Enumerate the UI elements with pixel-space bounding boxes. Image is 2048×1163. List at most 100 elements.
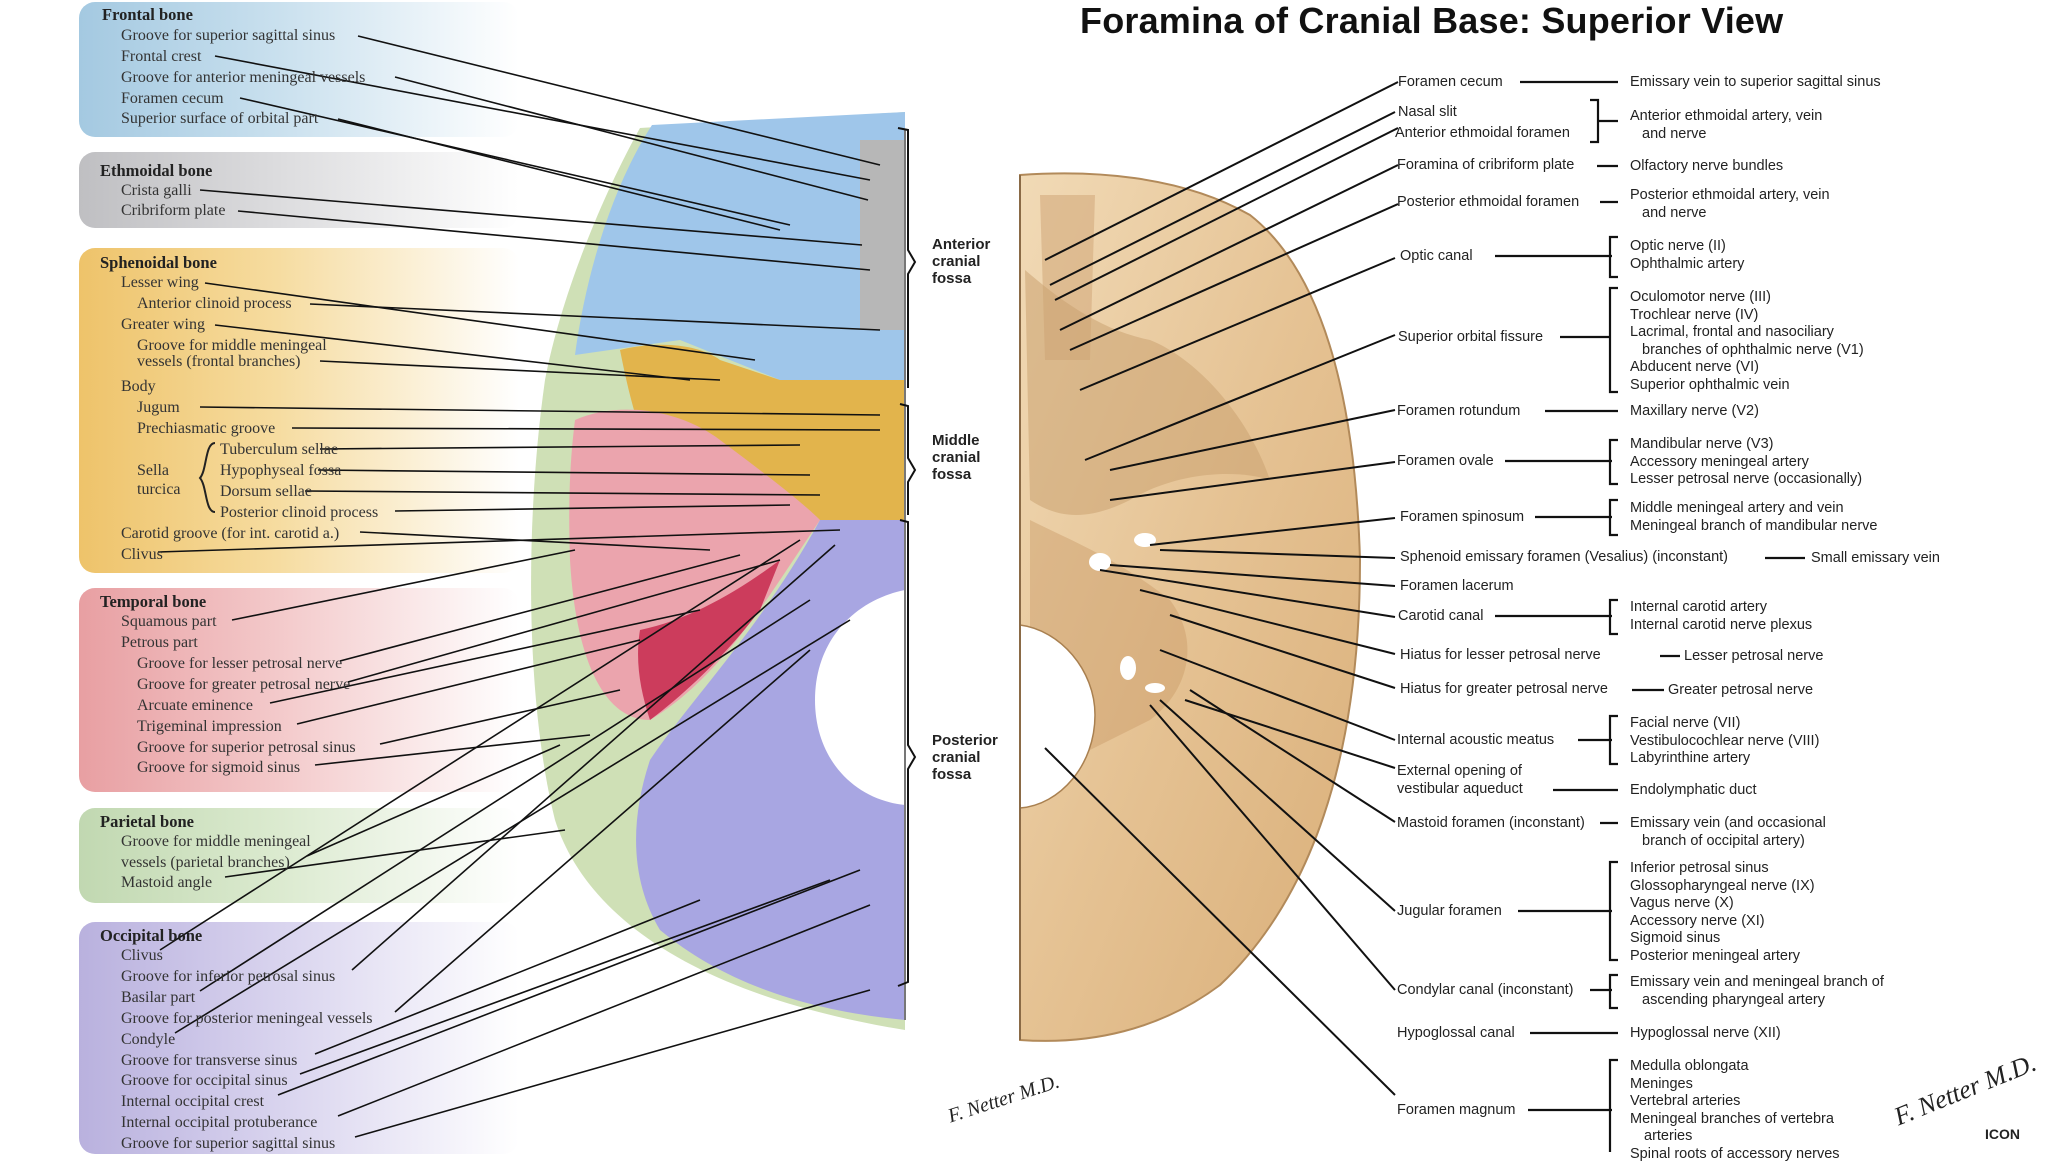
occipital-item: Condyle <box>121 1031 175 1049</box>
bone-skull-illustration <box>1020 173 1360 1041</box>
colored-skull-illustration <box>531 112 905 1030</box>
foramen-label: Hiatus for greater petrosal nerve <box>1400 681 1608 698</box>
temporal-item: Groove for greater petrosal nerve <box>137 676 350 694</box>
parietal-item: Mastoid angle <box>121 874 212 892</box>
foramen-desc: Emissary vein to superior sagittal sinus <box>1630 74 1881 92</box>
desc-line: Posterior meningeal artery <box>1630 948 1815 966</box>
desc-line: Mandibular nerve (V3) <box>1630 436 1862 454</box>
desc-line: branch of occipital artery) <box>1630 833 1826 851</box>
foramen-desc: Oculomotor nerve (III)Trochlear nerve (I… <box>1630 289 1864 394</box>
temporal-title: Temporal bone <box>100 592 206 612</box>
desc-line: Greater petrosal nerve <box>1668 682 1813 700</box>
parietal-item: vessels (parietal branches) <box>121 854 290 872</box>
temporal-item: Arcuate eminence <box>137 697 253 715</box>
desc-line: Meninges <box>1630 1076 1840 1094</box>
icon-logo: ICON <box>1985 1126 2020 1142</box>
sphenoid-item: Body <box>121 378 156 396</box>
frontal-item: Groove for superior sagittal sinus <box>121 27 335 45</box>
frontal-title: Frontal bone <box>102 5 193 25</box>
desc-line: Endolymphatic duct <box>1630 782 1757 800</box>
frontal-item: Groove for anterior meningeal vessels <box>121 69 365 87</box>
sphenoid-item: Greater wing <box>121 316 205 334</box>
desc-line: Vestibulocochlear nerve (VIII) <box>1630 733 1819 751</box>
desc-line: Internal carotid nerve plexus <box>1630 617 1812 635</box>
foramen-label: Foramen magnum <box>1397 1102 1515 1119</box>
desc-line: Internal carotid artery <box>1630 599 1812 617</box>
foramen-desc: Hypoglossal nerve (XII) <box>1630 1025 1781 1043</box>
occipital-item: Groove for posterior meningeal vessels <box>121 1010 372 1028</box>
desc-line: branches of ophthalmic nerve (V1) <box>1630 342 1864 360</box>
desc-line: Maxillary nerve (V2) <box>1630 403 1759 421</box>
foramen-desc: Endolymphatic duct <box>1630 782 1757 800</box>
sphenoid-item: Anterior clinoid process <box>137 295 292 313</box>
sphenoid-item: vessels (frontal branches) <box>137 353 301 371</box>
desc-line: ascending pharyngeal artery <box>1630 992 1884 1010</box>
desc-line: and nerve <box>1630 126 1822 144</box>
frontal-item: Frontal crest <box>121 48 201 66</box>
temporal-item: Groove for sigmoid sinus <box>137 759 300 777</box>
foramen-label: Anterior ethmoidal foramen <box>1395 125 1570 142</box>
desc-line: arteries <box>1630 1128 1840 1146</box>
desc-line: Hypoglossal nerve (XII) <box>1630 1025 1781 1043</box>
desc-line: Inferior petrosal sinus <box>1630 860 1815 878</box>
sella-turcica-label: Sella turcica <box>137 461 189 499</box>
foramen-label: Foramen cecum <box>1398 74 1503 91</box>
desc-line: Facial nerve (VII) <box>1630 715 1819 733</box>
parietal-item: Groove for middle meningeal <box>121 833 311 851</box>
desc-line: Glossopharyngeal nerve (IX) <box>1630 878 1815 896</box>
desc-line: Oculomotor nerve (III) <box>1630 289 1864 307</box>
foramen-label: Superior orbital fissure <box>1398 329 1543 346</box>
foramen-desc: Optic nerve (II)Ophthalmic artery <box>1630 238 1744 273</box>
sella-brace <box>200 443 215 512</box>
desc-line: Emissary vein to superior sagittal sinus <box>1630 74 1881 92</box>
desc-line: Meningeal branch of mandibular nerve <box>1630 518 1877 536</box>
foramen-label: Posterior ethmoidal foramen <box>1397 194 1579 211</box>
desc-line: Superior ophthalmic vein <box>1630 377 1864 395</box>
desc-line: Trochlear nerve (IV) <box>1630 307 1864 325</box>
sphenoid-item: Prechiasmatic groove <box>137 420 275 438</box>
desc-line: and nerve <box>1630 205 1830 223</box>
sphenoid-item: Hypophyseal fossa <box>220 462 341 480</box>
desc-line: Middle meningeal artery and vein <box>1630 500 1877 518</box>
desc-line: Vertebral arteries <box>1630 1093 1840 1111</box>
occipital-item: Groove for occipital sinus <box>121 1072 288 1090</box>
foramen-desc: Lesser petrosal nerve <box>1684 648 1823 666</box>
occipital-item: Internal occipital protuberance <box>121 1114 317 1132</box>
temporal-item: Petrous part <box>121 634 198 652</box>
sphenoid-item: Lesser wing <box>121 274 199 292</box>
desc-line: Accessory meningeal artery <box>1630 454 1862 472</box>
temporal-item: Groove for superior petrosal sinus <box>137 739 356 757</box>
sphenoid-item: Tuberculum sellae <box>220 441 338 459</box>
foramen-label: vestibular aqueduct <box>1397 781 1523 798</box>
foramen-label: Foramen lacerum <box>1400 578 1514 595</box>
desc-line: Anterior ethmoidal artery, vein <box>1630 108 1822 126</box>
temporal-item: Trigeminal impression <box>137 718 282 736</box>
foramen-label: Foramen ovale <box>1397 453 1494 470</box>
frontal-item: Foramen cecum <box>121 90 224 108</box>
middle-fossa-label: Middle cranial fossa <box>932 432 1004 483</box>
posterior-fossa-label: Posterior cranial fossa <box>932 732 1014 783</box>
desc-line: Labyrinthine artery <box>1630 750 1819 768</box>
sphenoid-item: Jugum <box>137 399 180 417</box>
desc-line: Optic nerve (II) <box>1630 238 1744 256</box>
ethmoid-region <box>860 140 905 330</box>
desc-line: Lacrimal, frontal and nasociliary <box>1630 324 1864 342</box>
occipital-item: Basilar part <box>121 989 195 1007</box>
foramen-label: Foramen rotundum <box>1397 403 1520 420</box>
sphenoid-item: Clivus <box>121 546 163 564</box>
anterior-fossa-label: Anterior cranial fossa <box>932 236 1014 287</box>
foramen-label: Nasal slit <box>1398 104 1457 121</box>
foramen-label: Hypoglossal canal <box>1397 1025 1515 1042</box>
desc-line: Olfactory nerve bundles <box>1630 158 1783 176</box>
sphenoid-item: Dorsum sellae <box>220 483 312 501</box>
desc-line: Abducent nerve (VI) <box>1630 359 1864 377</box>
foramen-label: Foramen spinosum <box>1400 509 1524 526</box>
sphenoid-item: Carotid groove (for int. carotid a.) <box>121 525 339 543</box>
